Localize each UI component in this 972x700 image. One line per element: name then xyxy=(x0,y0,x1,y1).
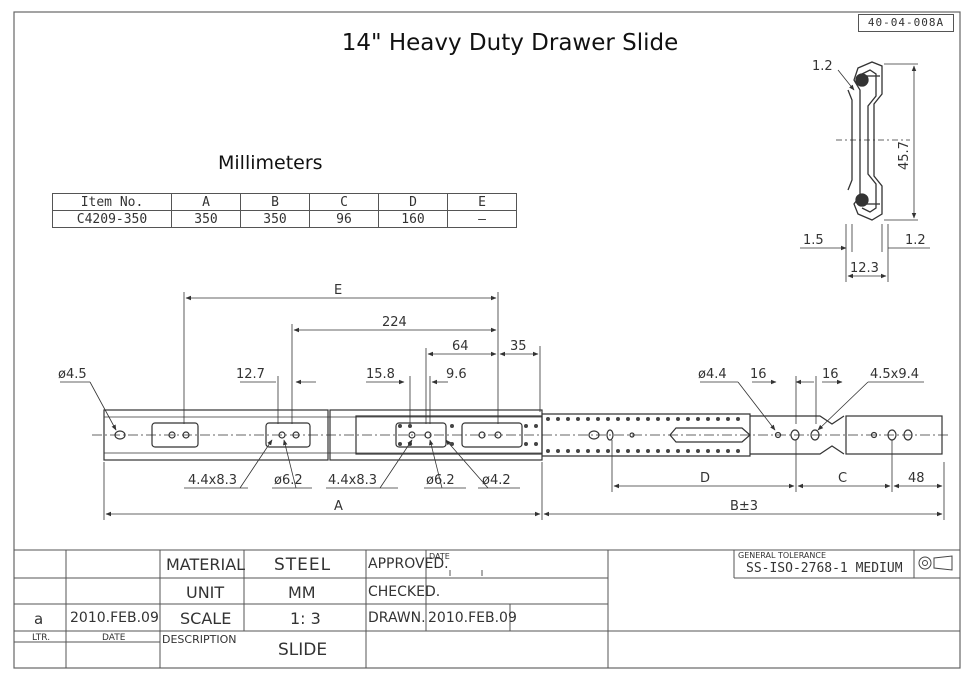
approved-label: APPROVED. xyxy=(368,556,449,572)
ltr-label: LTR. xyxy=(32,633,51,643)
spec-cell-c: 96 xyxy=(309,210,379,228)
tolerance-value: SS-ISO-2768-1 MEDIUM xyxy=(746,561,903,576)
dim-b: B±3 xyxy=(730,499,758,514)
spec-table: Item No. A B C D E C4209-350 350 350 96 … xyxy=(52,193,517,228)
dim-hole-6-2-b: ø6.2 xyxy=(426,473,455,488)
dim-16-a: 16 xyxy=(750,367,767,382)
spec-table-row: C4209-350 350 350 96 160 – xyxy=(52,210,517,228)
profile-left-gap-dim: 1.5 xyxy=(803,233,824,248)
dim-a: A xyxy=(334,499,343,514)
unit-value: MM xyxy=(288,583,316,602)
revision-letter: a xyxy=(34,610,44,628)
ball-bearing-row xyxy=(398,417,740,453)
spec-cell-a: 350 xyxy=(171,210,241,228)
dim-15-8: 15.8 xyxy=(366,367,395,382)
approved-date-label: DATE xyxy=(429,552,450,561)
description-label: DESCRIPTION xyxy=(162,633,237,646)
spec-cell-d: 160 xyxy=(378,210,448,228)
sheet-border xyxy=(13,11,961,669)
dim-12-7: 12.7 xyxy=(236,367,265,382)
material-label: MATERIAL xyxy=(166,555,246,574)
description-value: SLIDE xyxy=(278,640,328,660)
dimension-lines xyxy=(60,292,945,520)
date-column-label: DATE xyxy=(102,633,126,643)
dim-e: E xyxy=(334,283,342,298)
dim-slot-4-5: 4.5x9.4 xyxy=(870,367,919,382)
dim-9-6: 9.6 xyxy=(446,367,467,382)
profile-right-gap-dim: 1.2 xyxy=(905,233,926,248)
dim-hole-left: ø4.5 xyxy=(58,367,87,382)
dim-c: C xyxy=(838,471,847,486)
drawing-title: 14" Heavy Duty Drawer Slide xyxy=(341,30,679,56)
tolerance-label: GENERAL TOLERANCE xyxy=(738,551,827,560)
checked-label: CHECKED. xyxy=(368,584,441,600)
dim-hole-4-4: ø4.4 xyxy=(698,367,727,382)
dim-slot-4-4-b: 4.4x8.3 xyxy=(328,473,377,488)
drawn-label: DRAWN. xyxy=(368,610,426,626)
profile-section-view xyxy=(800,61,930,282)
title-block xyxy=(14,549,960,668)
scale-label: SCALE xyxy=(180,609,232,628)
units-label: Millimeters xyxy=(218,152,323,174)
profile-width-dim: 12.3 xyxy=(850,261,879,276)
dim-hole-6-2-a: ø6.2 xyxy=(274,473,303,488)
dim-d: D xyxy=(700,471,710,486)
drawn-date: 2010.FEB.09 xyxy=(428,610,517,626)
material-value: STEEL xyxy=(274,555,332,575)
scale-value: 1: 3 xyxy=(290,609,321,628)
profile-lip-dim: 1.2 xyxy=(812,59,833,74)
spec-cell-item: C4209-350 xyxy=(52,210,172,228)
drawing-number: 40-04-008A xyxy=(858,14,954,32)
dim-hole-4-2: ø4.2 xyxy=(482,473,511,488)
slide-side-view xyxy=(92,409,948,461)
profile-height-dim: 45.7 xyxy=(897,141,912,170)
tolerance-symbol-icon xyxy=(918,555,953,571)
dim-48: 48 xyxy=(908,471,925,486)
dim-64: 64 xyxy=(452,339,469,354)
dim-224: 224 xyxy=(382,315,407,330)
dim-35: 35 xyxy=(510,339,527,354)
dim-slot-4-4-a: 4.4x8.3 xyxy=(188,473,237,488)
revision-date: 2010.FEB.09 xyxy=(70,610,159,626)
dim-16-b: 16 xyxy=(822,367,839,382)
spec-table-header-row: Item No. A B C D E xyxy=(52,193,517,211)
unit-label: UNIT xyxy=(186,583,225,602)
spec-cell-e: – xyxy=(447,210,517,228)
